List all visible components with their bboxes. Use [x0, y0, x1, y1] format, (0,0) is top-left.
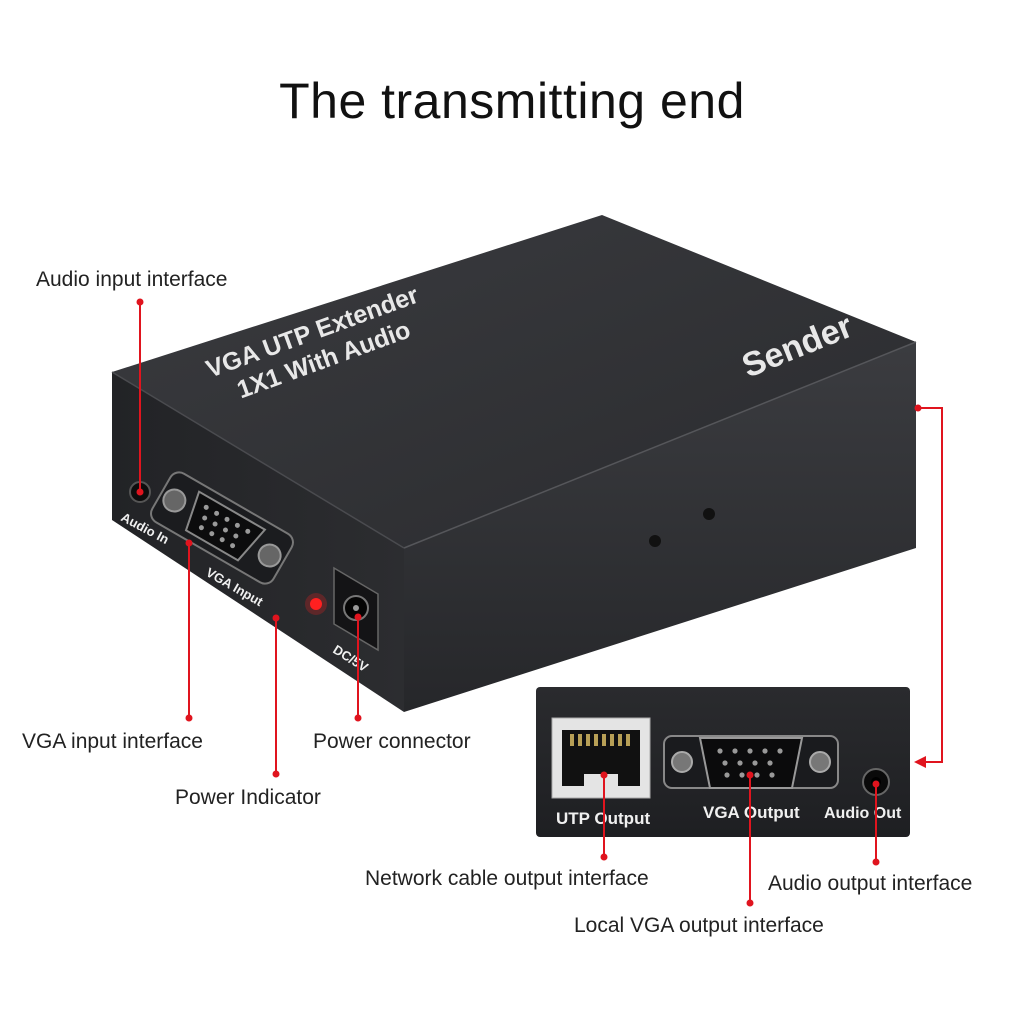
leader-lines	[136, 298, 943, 907]
callout-audio-output: Audio output interface	[768, 872, 973, 895]
rear-vga-label: VGA Output	[703, 803, 800, 822]
dc-power-jack-icon	[333, 566, 379, 652]
rear-panel-closeup: UTP Output VGA Output Audio Out	[536, 687, 910, 837]
callout-vga-input: VGA input interface	[22, 730, 203, 753]
vga-output-port-icon	[663, 735, 839, 789]
vga-input-port-icon	[150, 471, 294, 585]
screw-hole	[703, 508, 715, 520]
box-lid	[112, 215, 916, 548]
callout-audio-input: Audio input interface	[36, 268, 228, 291]
callout-local-vga-output: Local VGA output interface	[574, 914, 824, 937]
rj45-port-icon	[551, 717, 651, 799]
leader-rear-pointer	[918, 407, 943, 763]
rear-audio-label: Audio Out	[824, 805, 902, 822]
box-side	[404, 342, 916, 712]
callout-network-output: Network cable output interface	[365, 867, 649, 890]
extender-box: VGA UTP Extender 1X1 With Audio Sender A…	[111, 215, 917, 712]
arrow-left-icon	[914, 756, 926, 768]
screw-hole	[649, 535, 661, 547]
callout-power-connector: Power connector	[313, 730, 471, 753]
page-title: The transmitting end	[279, 73, 745, 129]
power-led-icon	[310, 598, 322, 610]
callout-power-indicator: Power Indicator	[175, 786, 321, 809]
